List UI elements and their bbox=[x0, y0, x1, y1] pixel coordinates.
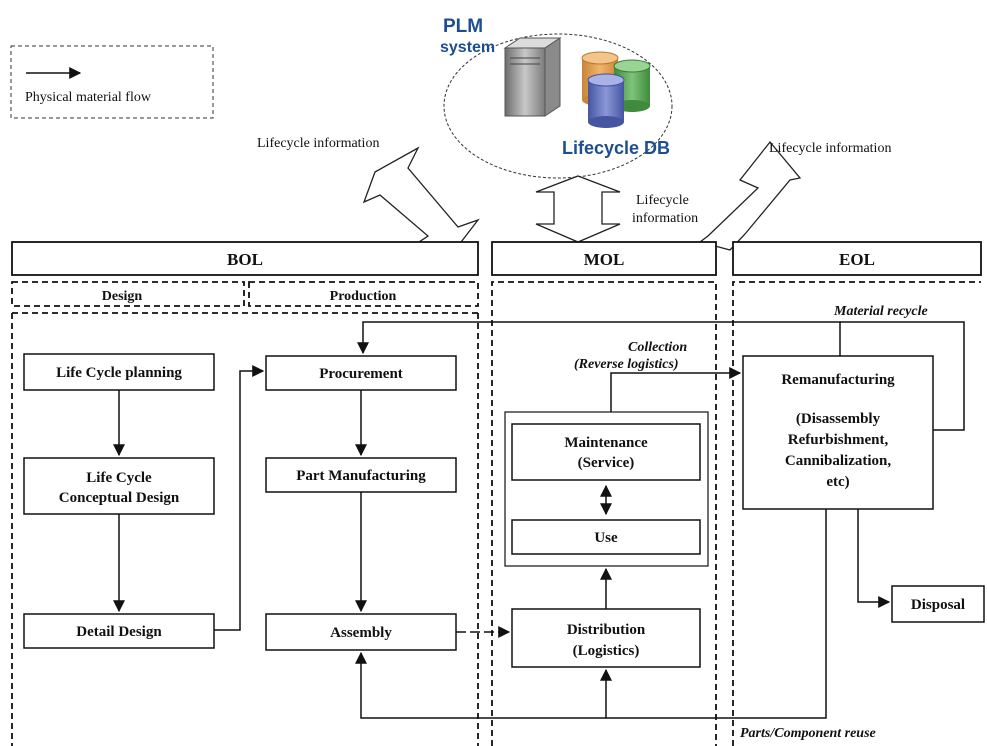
database-icon bbox=[581, 51, 651, 128]
box-detail-design: Detail Design bbox=[23, 613, 215, 649]
legend: Physical material flow bbox=[10, 45, 214, 119]
svg-text:Detail Design: Detail Design bbox=[76, 624, 162, 640]
svg-text:Procurement: Procurement bbox=[319, 366, 403, 382]
flow-arrows bbox=[113, 321, 965, 719]
info-center-label-1: Lifecycle bbox=[636, 193, 689, 208]
subphase-design: Design bbox=[102, 289, 143, 304]
collection-label-2: (Reverse logistics) bbox=[574, 357, 679, 372]
info-arrow-right: Lifecycle information bbox=[698, 140, 891, 251]
svg-text:(Disassembly: (Disassembly bbox=[796, 411, 881, 427]
arrow-detail-to-procurement bbox=[214, 365, 265, 631]
plm-system: PLM system Lifecycle DB bbox=[440, 16, 673, 179]
info-arrow-center: Lifecycle information bbox=[535, 175, 698, 243]
box-part-manufacturing: Part Manufacturing bbox=[265, 457, 457, 493]
server-icon bbox=[503, 37, 562, 117]
collection-label: Collection bbox=[628, 340, 687, 355]
svg-text:Distribution: Distribution bbox=[567, 622, 646, 638]
subphase-production: Production bbox=[330, 289, 397, 304]
arrow-parts-reuse-assembly bbox=[355, 651, 606, 719]
svg-text:Disposal: Disposal bbox=[911, 597, 965, 613]
phase-bol: BOL bbox=[227, 250, 263, 269]
arrow-material-recycle-line bbox=[357, 321, 841, 356]
svg-text:Remanufacturing: Remanufacturing bbox=[781, 372, 895, 388]
subphase-headers bbox=[11, 281, 981, 746]
box-maintenance: Maintenance (Service) bbox=[511, 423, 701, 481]
box-lc-concept: Life Cycle Conceptual Design bbox=[23, 457, 215, 515]
svg-text:Conceptual Design: Conceptual Design bbox=[59, 490, 180, 506]
svg-text:Refurbishment,: Refurbishment, bbox=[788, 432, 889, 448]
box-lc-planning: Life Cycle planning bbox=[23, 353, 215, 391]
parts-reuse-label: Parts/Component reuse bbox=[740, 726, 876, 741]
phase-headers: BOL MOL EOL bbox=[11, 241, 982, 276]
info-left-label: Lifecycle information bbox=[257, 136, 379, 151]
svg-text:(Logistics): (Logistics) bbox=[573, 643, 640, 659]
svg-text:Maintenance: Maintenance bbox=[564, 435, 648, 451]
info-right-label: Lifecycle information bbox=[769, 141, 891, 156]
svg-text:Use: Use bbox=[594, 530, 618, 546]
plm-title: PLM bbox=[443, 16, 483, 37]
material-recycle-label: Material recycle bbox=[833, 304, 928, 319]
info-center-label-2: information bbox=[632, 211, 698, 226]
box-use: Use bbox=[511, 519, 701, 555]
box-disposal: Disposal bbox=[891, 585, 985, 623]
box-assembly: Assembly bbox=[265, 613, 457, 651]
info-arrow-left: Lifecycle information bbox=[257, 136, 480, 249]
arrow-parts-reuse-distribution bbox=[600, 509, 827, 719]
svg-text:Life Cycle: Life Cycle bbox=[86, 470, 152, 486]
svg-text:(Service): (Service) bbox=[578, 455, 635, 471]
svg-text:Life Cycle planning: Life Cycle planning bbox=[56, 365, 182, 381]
phase-mol: MOL bbox=[584, 250, 625, 269]
svg-text:Cannibalization,: Cannibalization, bbox=[785, 453, 892, 469]
box-remanufacturing: Remanufacturing (Disassembly Refurbishme… bbox=[742, 355, 934, 510]
box-distribution: Distribution (Logistics) bbox=[511, 608, 701, 668]
phase-eol: EOL bbox=[839, 250, 875, 269]
arrow-collection bbox=[610, 367, 742, 412]
svg-text:Assembly: Assembly bbox=[330, 625, 392, 641]
plm-subtitle: system bbox=[440, 39, 495, 56]
lifecycle-db-label: Lifecycle DB bbox=[562, 138, 670, 158]
svg-text:Part Manufacturing: Part Manufacturing bbox=[296, 468, 426, 484]
legend-label: Physical material flow bbox=[25, 90, 152, 105]
svg-text:etc): etc) bbox=[826, 474, 849, 490]
use-phase-group: Maintenance (Service) Use bbox=[504, 411, 709, 567]
arrow-reman-to-disposal bbox=[857, 509, 891, 608]
box-procurement: Procurement bbox=[265, 355, 457, 391]
